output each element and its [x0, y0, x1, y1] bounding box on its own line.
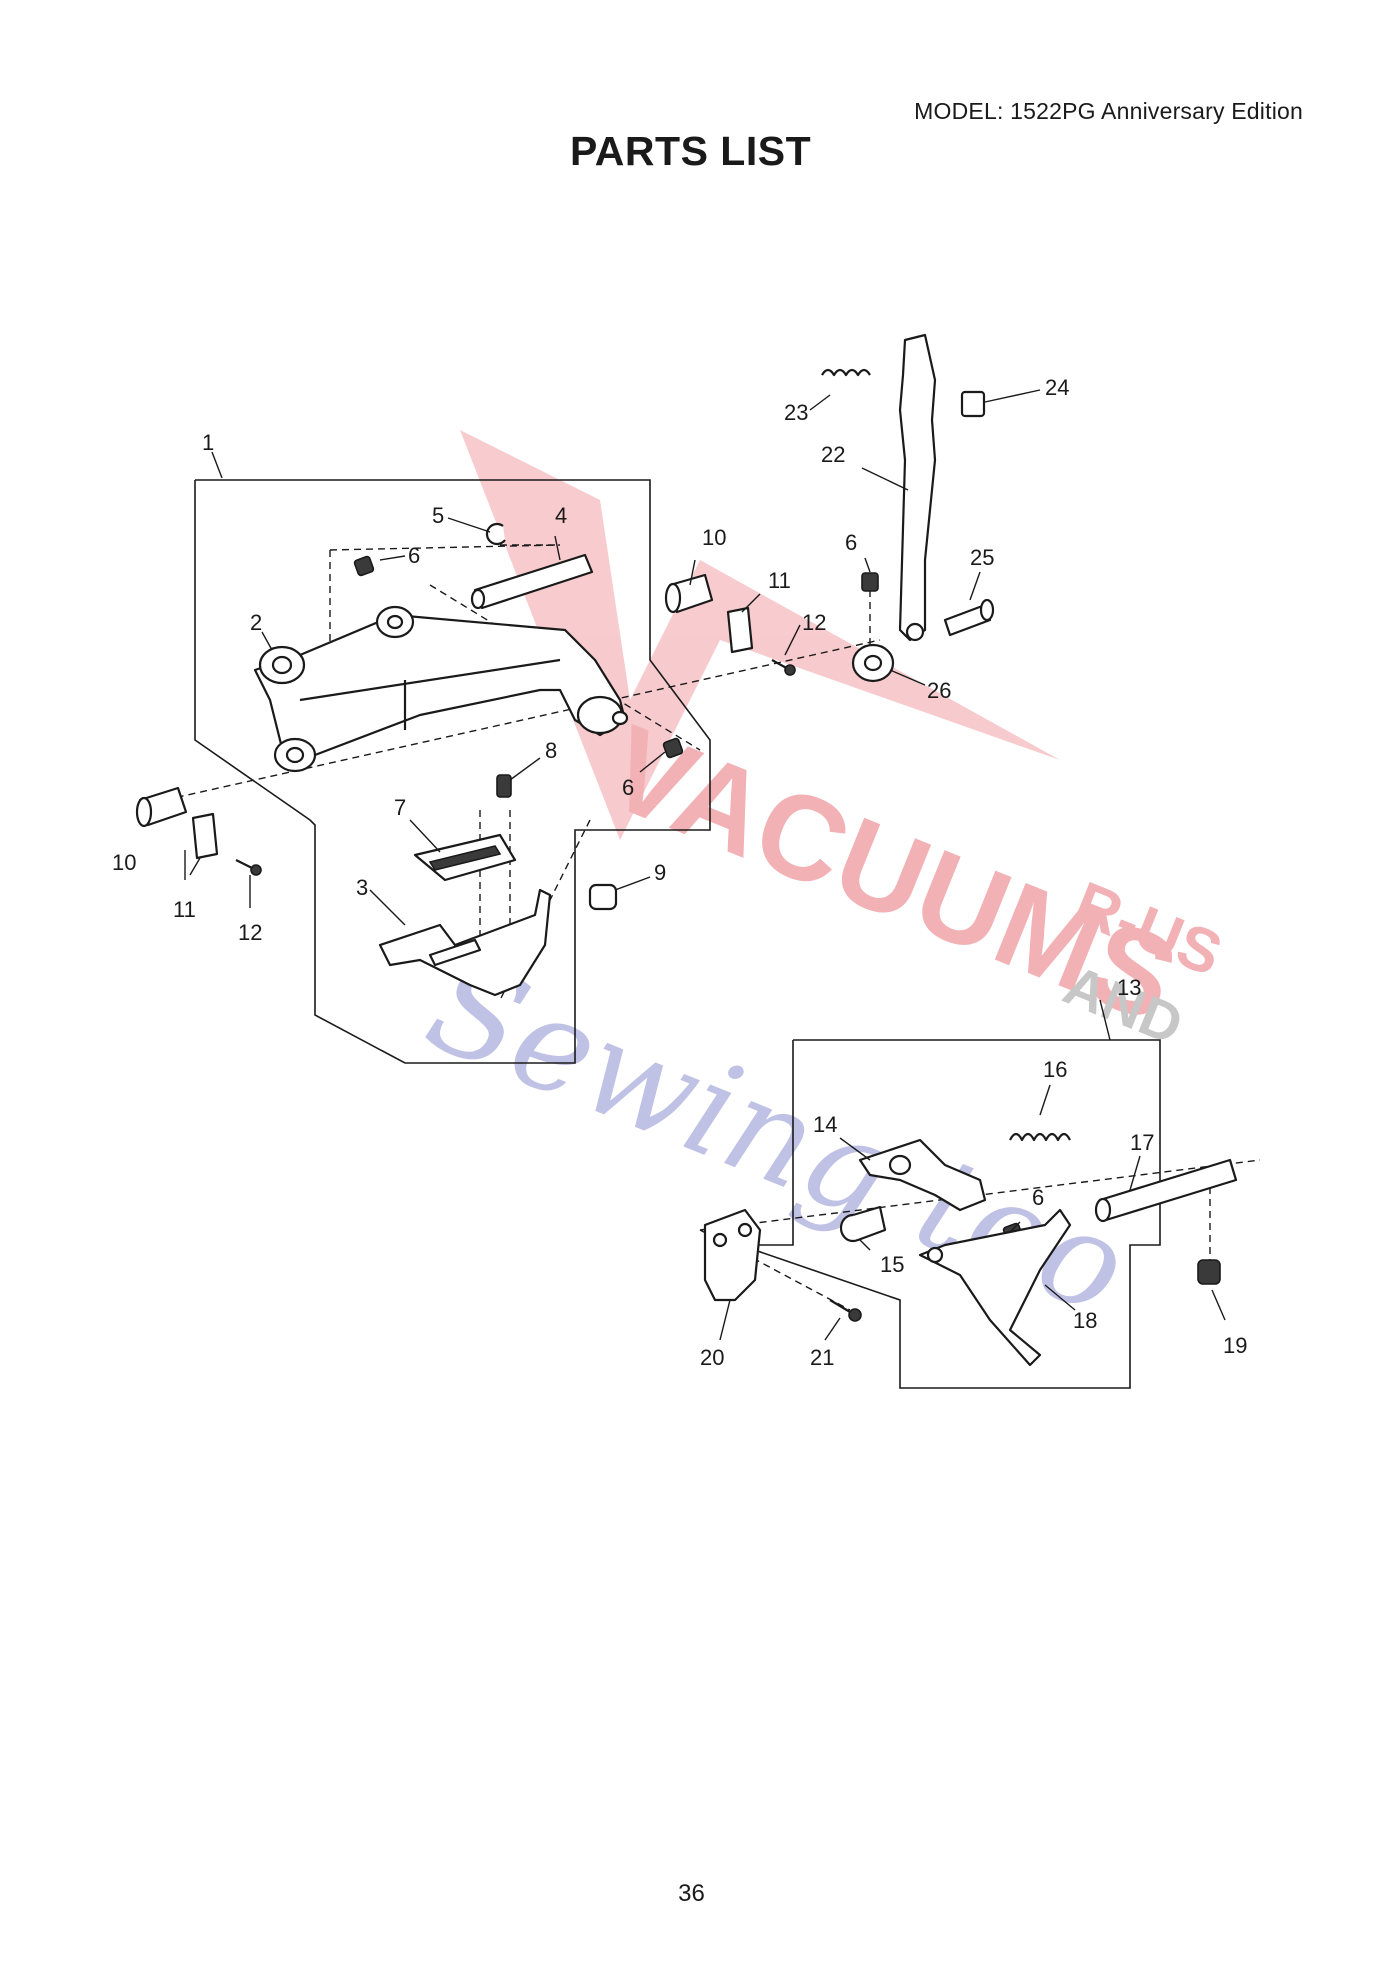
callout-6d: 6	[1032, 1185, 1044, 1210]
callout-labels: 1 2 3 4 5 6 6 6 6 7 8 9 10 10 11 11 12 1…	[112, 375, 1247, 1370]
assembly-1-frame	[194, 479, 711, 1064]
part-11-plate-a	[726, 606, 754, 654]
part-12-screw-a	[771, 659, 796, 676]
part-8-screw	[496, 774, 512, 798]
part-6-set-screw-a	[353, 555, 375, 577]
part-10-bushing-a	[664, 573, 714, 614]
part-12-screw-b	[235, 859, 262, 876]
callout-23: 23	[784, 400, 808, 425]
callout-3: 3	[356, 875, 368, 900]
callout-16: 16	[1043, 1057, 1067, 1082]
callout-17: 17	[1130, 1130, 1154, 1155]
page-title: PARTS LIST	[570, 128, 812, 174]
callout-9: 9	[654, 860, 666, 885]
callout-25: 25	[970, 545, 994, 570]
part-10-bushing-b	[135, 786, 188, 828]
part-25-pin	[943, 598, 995, 637]
part-22-lever	[898, 333, 937, 642]
part-18-bracket	[918, 1208, 1072, 1367]
callout-2: 2	[250, 610, 262, 635]
part-11-plate-b	[191, 812, 219, 860]
callout-14: 14	[813, 1112, 837, 1137]
callout-12a: 12	[802, 610, 826, 635]
callout-20: 20	[700, 1345, 724, 1370]
callout-1: 1	[202, 430, 214, 455]
part-23-spring	[821, 368, 871, 377]
part-4-shaft	[470, 553, 594, 610]
callout-15: 15	[880, 1252, 904, 1277]
page-number: 36	[678, 1880, 705, 1907]
leader-lines	[184, 389, 1226, 1341]
callout-18: 18	[1073, 1308, 1097, 1333]
part-20-link	[703, 1208, 762, 1302]
part-5-e-ring	[485, 522, 506, 546]
part-9-spring	[588, 883, 618, 911]
part-17-shaft	[1094, 1158, 1238, 1223]
callout-22: 22	[821, 442, 845, 467]
callout-11a: 11	[768, 568, 791, 593]
callout-21: 21	[810, 1345, 834, 1370]
callout-6c: 6	[845, 530, 857, 555]
callout-26: 26	[927, 678, 951, 703]
assembly-13-frame	[739, 1039, 1161, 1389]
part-7-feed-dog	[413, 833, 517, 882]
callout-24: 24	[1045, 375, 1069, 400]
part-21-screw	[829, 1299, 862, 1322]
callout-4: 4	[555, 503, 567, 528]
part-19-screw	[1197, 1259, 1221, 1285]
part-14-arm	[858, 1138, 987, 1212]
callout-6b: 6	[622, 775, 634, 800]
part-6-set-screw-c	[861, 572, 879, 592]
part-15-stud	[839, 1205, 887, 1243]
part-6-set-screw-b	[662, 737, 684, 759]
part-16-spring	[1009, 1132, 1071, 1142]
callout-6a: 6	[408, 543, 420, 568]
part-2-feed-bar	[253, 605, 629, 773]
callout-7: 7	[394, 795, 406, 820]
watermark-v-shape	[460, 430, 1060, 840]
part-24-nut	[960, 390, 986, 418]
part-3-bracket	[378, 888, 552, 997]
callout-10a: 10	[702, 525, 726, 550]
callout-5: 5	[432, 503, 444, 528]
part-26-collar	[851, 643, 895, 683]
callout-13: 13	[1117, 975, 1141, 1000]
callout-12b: 12	[238, 920, 262, 945]
callout-19: 19	[1223, 1333, 1247, 1358]
callout-10b: 10	[112, 850, 136, 875]
model-label: MODEL: 1522PG Anniversary Edition	[914, 98, 1303, 124]
callout-8: 8	[545, 738, 557, 763]
callout-11b: 11	[173, 897, 196, 922]
